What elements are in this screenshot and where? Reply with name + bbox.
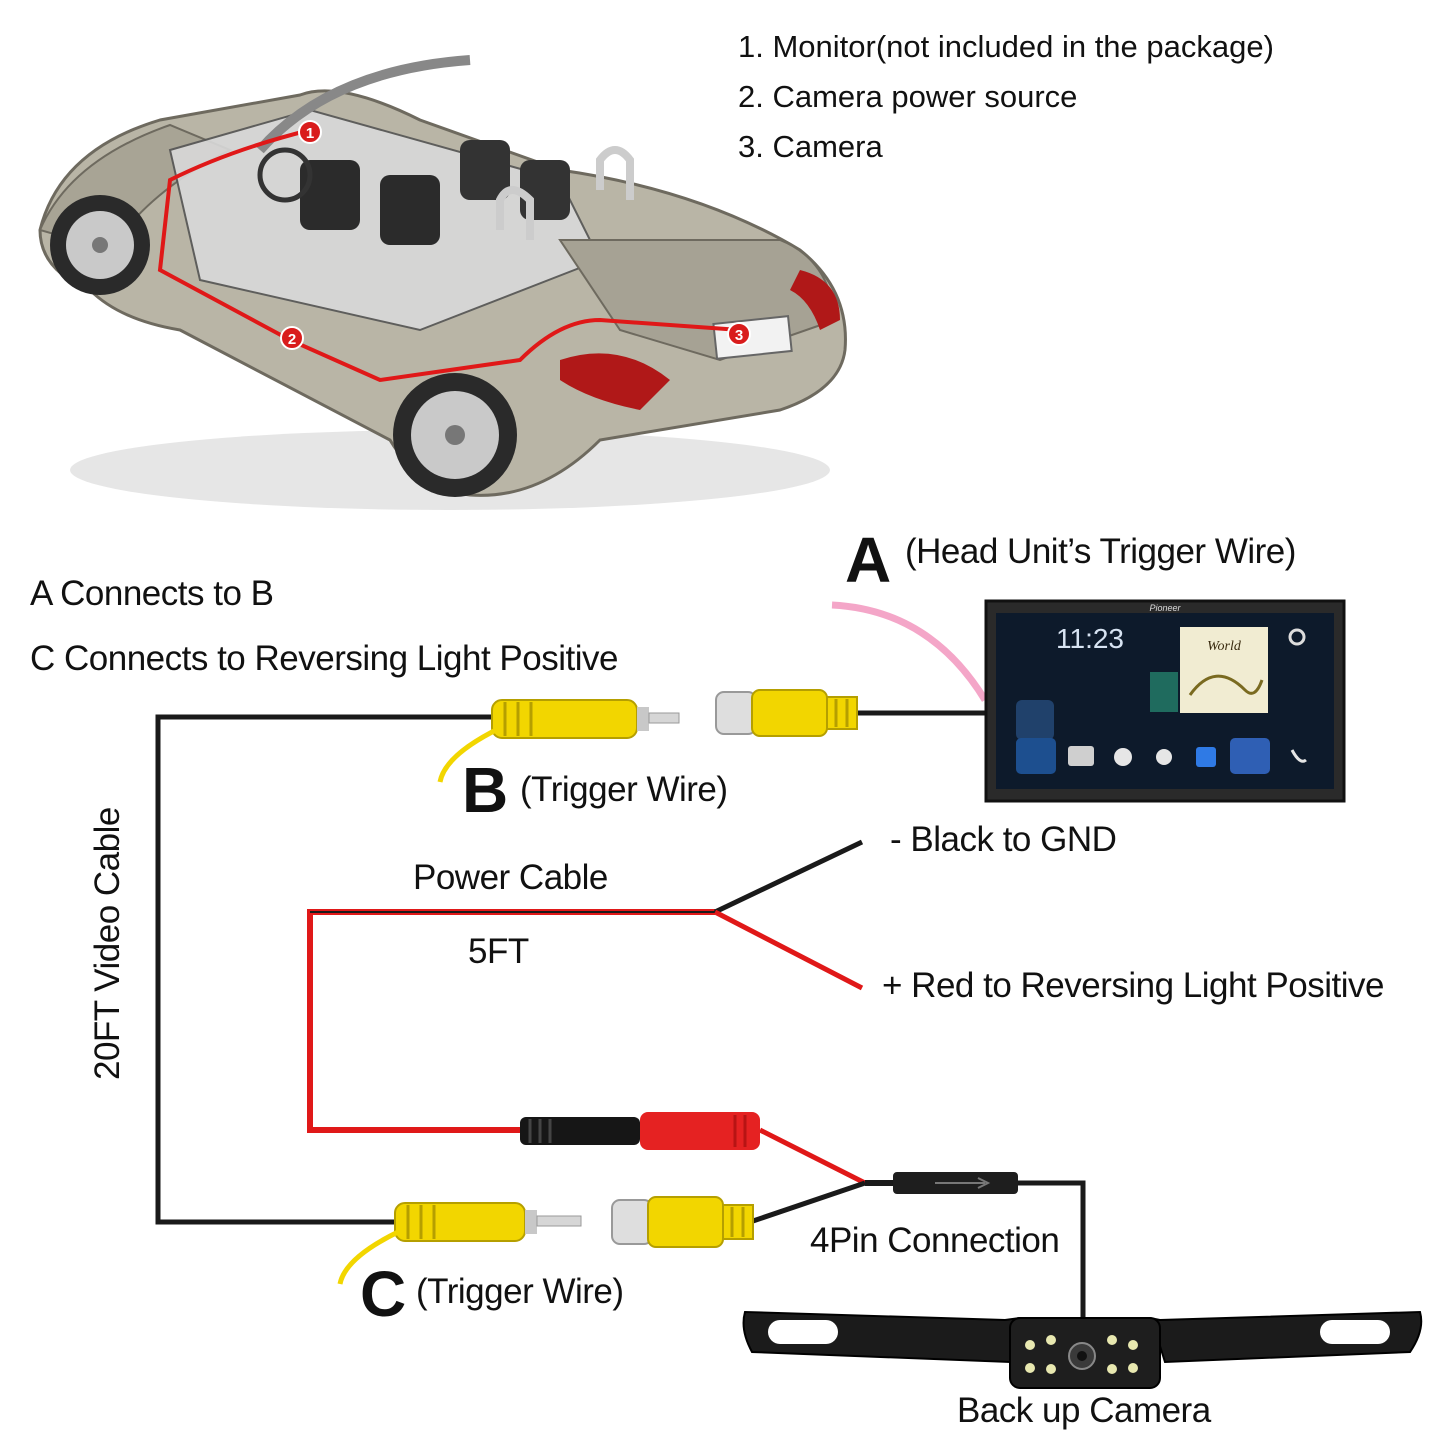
head-unit-monitor: Pioneer 11:23 World bbox=[984, 599, 1346, 803]
car-marker-3-label: 3 bbox=[735, 327, 743, 344]
black-gnd-wire bbox=[713, 839, 864, 915]
rca-jack-a bbox=[715, 689, 858, 737]
legend-item-monitor: 1. Monitor(not included in the package) bbox=[738, 29, 1274, 64]
legend-list: 1. Monitor(not included in the package) … bbox=[738, 22, 1274, 172]
label-video-cable: 20FT Video Cable bbox=[88, 807, 127, 1080]
car-marker-1: 1 bbox=[298, 120, 322, 144]
four-pin-connector bbox=[893, 1172, 1018, 1194]
red-reverse-wire bbox=[713, 909, 864, 991]
head-unit-trigger-wire bbox=[831, 601, 988, 702]
car-marker-2-label: 2 bbox=[288, 331, 296, 348]
video-cable bbox=[155, 714, 495, 1225]
legend-item-camera: 3. Camera bbox=[738, 129, 883, 164]
legend-item-power-source: 2. Camera power source bbox=[738, 79, 1078, 114]
note-a-connects-b: A Connects to B bbox=[30, 574, 274, 613]
monitor-brand: Pioneer bbox=[1149, 603, 1181, 613]
label-c-letter: C bbox=[360, 1258, 407, 1330]
front-wheel bbox=[50, 195, 150, 295]
label-a-desc: (Head Unit’s Trigger Wire) bbox=[905, 532, 1296, 571]
label-b-letter: B bbox=[462, 754, 509, 826]
label-black-gnd: - Black to GND bbox=[890, 820, 1117, 859]
rca-plug-b bbox=[491, 699, 680, 739]
label-c-desc: (Trigger Wire) bbox=[416, 1272, 624, 1311]
monitor-clock: 11:23 bbox=[1056, 623, 1124, 654]
label-power-length: 5FT bbox=[468, 932, 529, 971]
label-power-cable: Power Cable bbox=[413, 858, 608, 897]
backup-camera bbox=[742, 1310, 1423, 1389]
rca-jack-camera bbox=[611, 1196, 754, 1248]
label-red-reverse: + Red to Reversing Light Positive bbox=[882, 966, 1384, 1005]
power-connector bbox=[520, 1112, 760, 1150]
rca-plug-c bbox=[394, 1202, 582, 1242]
car-marker-3: 3 bbox=[727, 322, 751, 346]
note-c-connects-reverse: C Connects to Reversing Light Positive bbox=[30, 639, 618, 678]
label-a-letter: A bbox=[845, 524, 892, 596]
car-marker-2: 2 bbox=[280, 326, 304, 350]
label-backup-camera: Back up Camera bbox=[957, 1391, 1211, 1430]
monitor-album-title: World bbox=[1207, 639, 1242, 654]
rear-wheel bbox=[393, 373, 517, 497]
car-marker-1-label: 1 bbox=[306, 125, 314, 142]
car-illustration: 1 2 3 bbox=[38, 55, 847, 510]
label-four-pin: 4Pin Connection bbox=[810, 1221, 1060, 1260]
label-b-desc: (Trigger Wire) bbox=[520, 770, 728, 809]
